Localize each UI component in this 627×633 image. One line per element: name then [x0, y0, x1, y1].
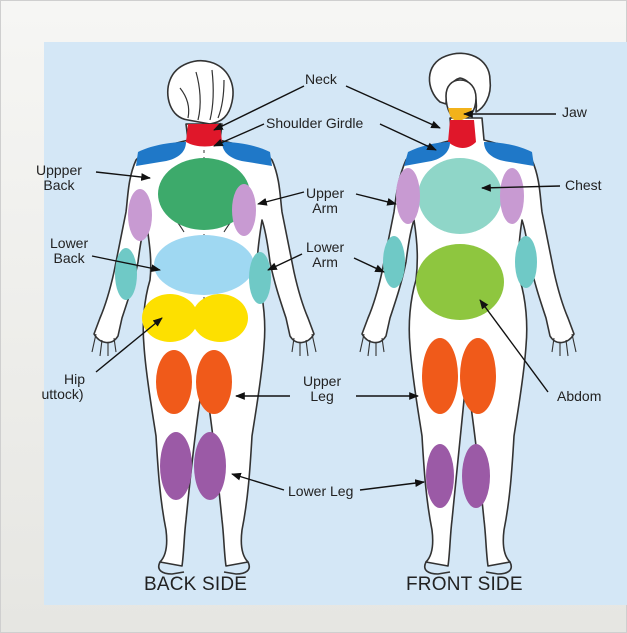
back-lower-arm-right: [249, 252, 271, 304]
back-upper-arm-right: [232, 184, 256, 236]
label-upper-back-line2: Back: [36, 178, 82, 193]
back-upper-leg-left: [156, 350, 192, 414]
label-shoulder-girdle: Shoulder Girdle: [266, 116, 363, 131]
label-lower-arm: Lower Arm: [306, 240, 344, 270]
label-chest: Chest: [565, 178, 602, 193]
label-lower-arm-line2: Arm: [306, 255, 344, 270]
back-lower-leg-left: [160, 432, 192, 500]
front-abdomen: [416, 244, 504, 320]
front-chest: [418, 158, 502, 234]
front-lower-leg-left: [426, 444, 454, 508]
front-upper-arm-left: [396, 168, 420, 224]
label-lower-back-line2: Back: [50, 251, 88, 266]
front-upper-leg-right: [460, 338, 496, 414]
back-neck-region: [186, 124, 222, 147]
label-lower-back: Lower Back: [50, 236, 88, 266]
label-lower-arm-line1: Lower: [306, 240, 344, 255]
label-upper-arm: Upper Arm: [306, 186, 344, 216]
back-upper-arm-left: [128, 189, 152, 241]
front-neck-region: [448, 120, 476, 148]
label-upper-leg-line1: Upper: [303, 374, 341, 389]
front-side-title: FRONT SIDE: [406, 574, 523, 596]
back-hip-left: [142, 294, 198, 342]
label-hip-buttock: Hip uttock): [40, 372, 85, 402]
label-upper-leg-line2: Leg: [303, 389, 341, 404]
label-upper-back-line1: Uppper: [36, 163, 82, 178]
front-upper-arm-right: [500, 168, 524, 224]
label-jaw: Jaw: [562, 105, 587, 120]
label-lower-back-line1: Lower: [50, 236, 88, 251]
label-upper-leg: Upper Leg: [303, 374, 341, 404]
label-hip-line1: Hip: [40, 372, 85, 387]
label-lower-leg: Lower Leg: [288, 484, 353, 499]
label-upper-arm-line2: Arm: [306, 201, 344, 216]
front-lower-leg-right: [462, 444, 490, 508]
back-hip-right: [192, 294, 248, 342]
front-lower-arm-right: [515, 236, 537, 288]
label-abdomen: Abdom: [557, 389, 601, 404]
label-hip-line2: uttock): [40, 387, 85, 402]
back-lower-arm-left: [115, 248, 137, 300]
label-upper-arm-line1: Upper: [306, 186, 344, 201]
back-upper-leg-right: [196, 350, 232, 414]
front-lower-arm-left: [383, 236, 405, 288]
back-lower-leg-right: [194, 432, 226, 500]
label-neck: Neck: [305, 72, 337, 87]
back-side-title: BACK SIDE: [144, 574, 247, 596]
label-upper-back: Uppper Back: [36, 163, 82, 193]
front-upper-leg-left: [422, 338, 458, 414]
back-lower-back: [154, 235, 254, 295]
